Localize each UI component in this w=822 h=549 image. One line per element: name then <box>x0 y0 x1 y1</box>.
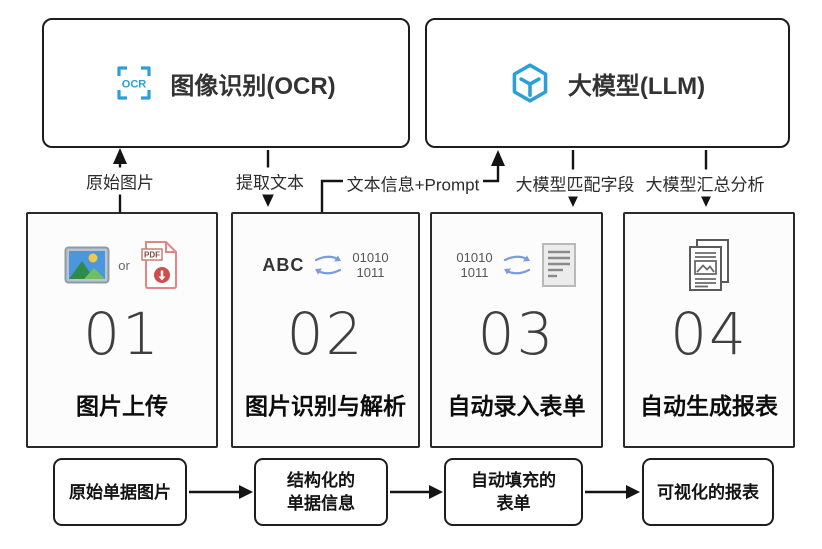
step-box-form-entry: 01010 1011 03 自动录入表单 <box>430 212 603 448</box>
arrowhead-right-icon <box>626 485 640 499</box>
flow-label-match-fields: 大模型匹配字段 <box>512 169 638 197</box>
binary-line1: 01010 <box>352 250 389 265</box>
step-number: 02 <box>286 300 365 368</box>
step-title: 自动生成报表 <box>640 393 778 419</box>
bottom-box-label: 可视化的报表 <box>657 482 759 502</box>
step2-icon-row: ABC 01010 1011 <box>262 236 388 294</box>
bottom-box-autofilled-form: 自动填充的 表单 <box>444 458 583 526</box>
flow-label-summary-analysis: 大模型汇总分析 <box>642 169 768 197</box>
step-title: 图片识别与解析 <box>245 393 406 419</box>
binary-text: 01010 1011 <box>456 250 492 280</box>
flow-label-text-prompt: 文本信息+Prompt <box>343 169 483 197</box>
binary-line1: 01010 <box>456 250 493 265</box>
flow-label-original-image: 原始图片 <box>83 167 157 195</box>
swap-arrows-icon <box>315 255 342 275</box>
report-newspaper-icon <box>689 239 729 291</box>
arrowhead-down-icon <box>261 192 275 207</box>
ocr-box-title: 图像识别(OCR) <box>170 72 336 100</box>
arrowhead-up-icon <box>491 150 505 166</box>
step-box-report: 04 自动生成报表 <box>623 212 795 448</box>
ocr-engine-box: OCR 图像识别(OCR) <box>42 18 410 148</box>
swap-arrows-icon <box>503 255 530 275</box>
arrowhead-right-icon <box>429 485 443 499</box>
bottom-box-label-line2: 表单 <box>496 494 531 513</box>
bottom-box-label-line1: 自动填充的 <box>471 471 556 490</box>
bottom-box-label: 原始单据图片 <box>69 482 171 502</box>
arrowhead-up-icon <box>113 148 127 164</box>
flow-label-extract-text: 提取文本 <box>233 167 307 195</box>
step-number: 04 <box>670 300 748 368</box>
ocr-icon-text: OCR <box>122 79 147 91</box>
or-label: or <box>118 257 130 273</box>
llm-box: 大模型(LLM) <box>425 18 790 148</box>
bottom-box-visual-report: 可视化的报表 <box>642 458 774 526</box>
binary-line2: 1011 <box>460 265 489 280</box>
connector-prompt-right <box>483 164 500 183</box>
pdf-icon-text: PDF <box>144 251 160 260</box>
binary-line2: 1011 <box>356 265 385 280</box>
step4-icon-row <box>686 236 732 294</box>
arrowhead-right-icon <box>239 485 253 499</box>
step3-icon-row: 01010 1011 <box>456 236 576 294</box>
binary-text: 01010 1011 <box>352 250 388 280</box>
bottom-box-label-line2: 单据信息 <box>287 494 355 513</box>
step-title: 自动录入表单 <box>447 393 586 419</box>
step-number: 03 <box>477 300 556 368</box>
ocr-frame-icon: OCR <box>117 66 151 100</box>
cube-icon <box>512 63 548 103</box>
abc-text-label: ABC <box>262 254 305 275</box>
llm-box-title: 大模型(LLM) <box>567 72 706 100</box>
step-box-upload: or PDF 01 图片上传 <box>26 212 218 448</box>
bottom-box-label-line1: 结构化的 <box>287 471 355 490</box>
step-title: 图片上传 <box>76 393 168 419</box>
step-box-recognition: ABC 01010 1011 02 图片识别与解析 <box>231 212 420 448</box>
step1-icon-row: or PDF <box>64 236 180 294</box>
document-icon <box>541 243 576 287</box>
pdf-file-icon: PDF <box>141 241 177 289</box>
bottom-box-original-receipt: 原始单据图片 <box>53 458 187 526</box>
connector-prompt-left <box>320 179 343 212</box>
bottom-box-structured-info: 结构化的 单据信息 <box>254 458 388 526</box>
image-icon <box>64 246 110 284</box>
step-number: 01 <box>83 300 161 368</box>
